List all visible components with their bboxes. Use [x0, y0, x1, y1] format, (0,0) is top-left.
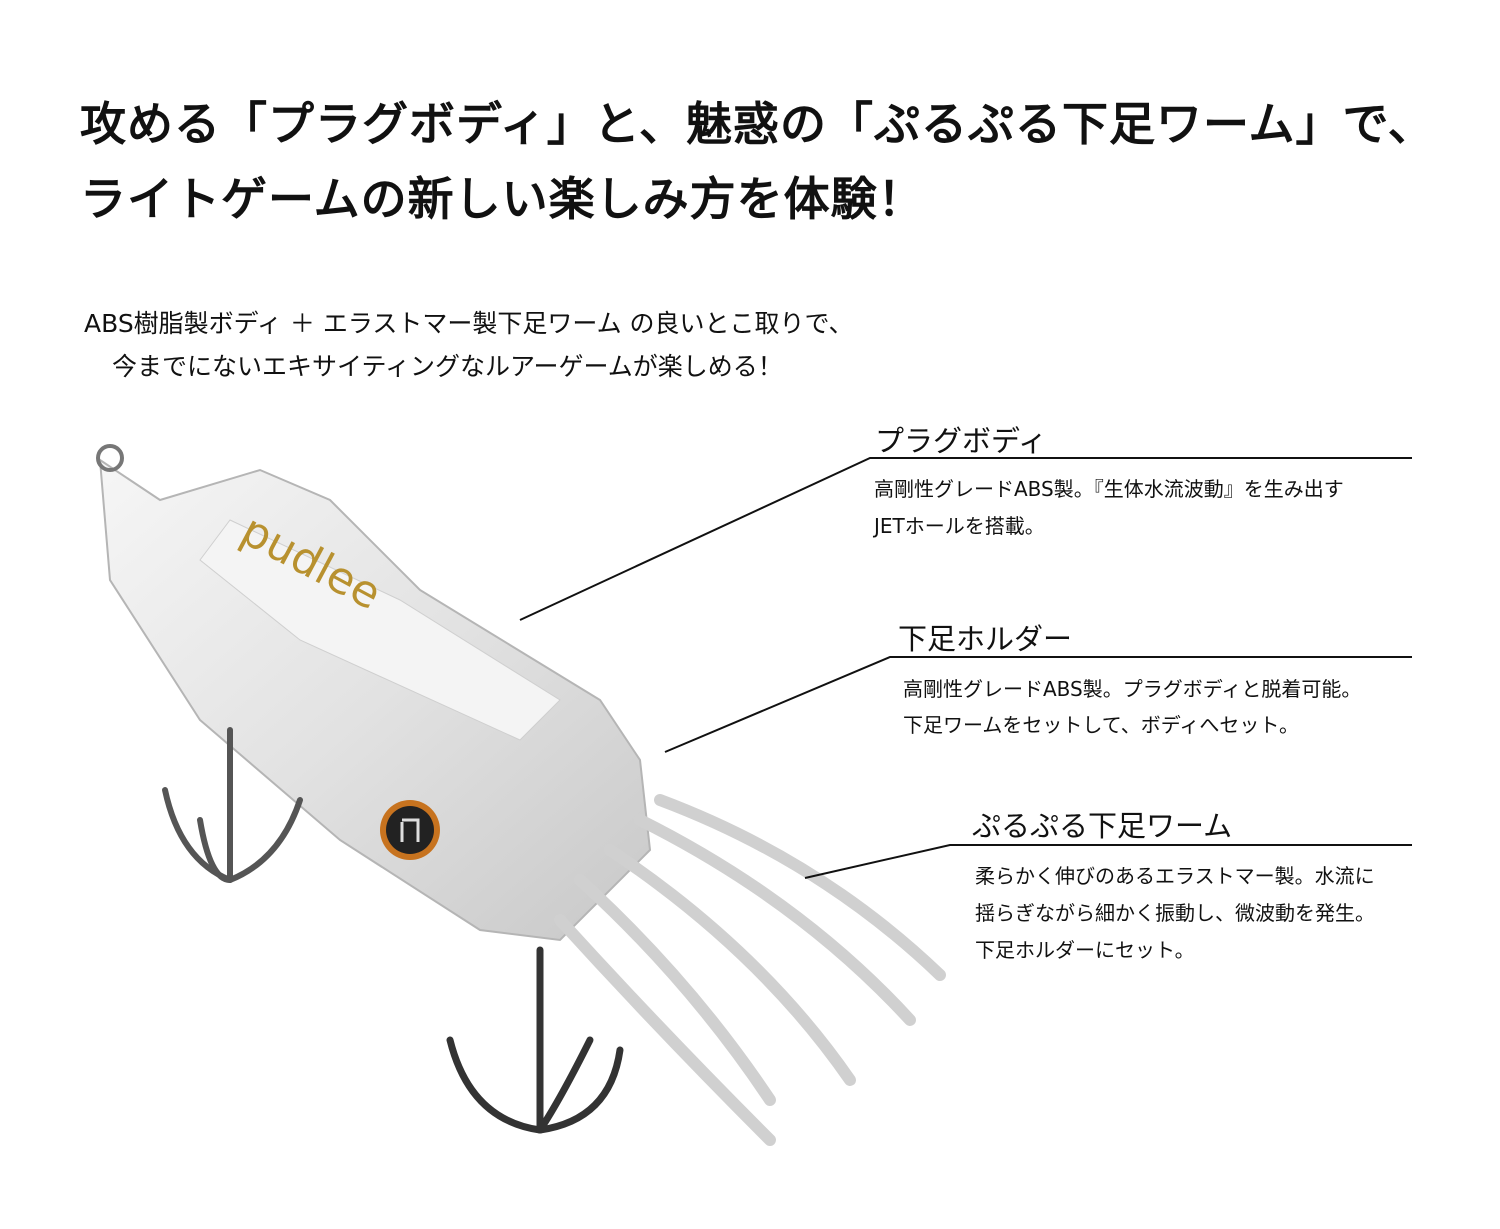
treble-hook-rear — [446, 946, 624, 1134]
leader-line-holder — [664, 656, 1412, 753]
callout-text: JETホールを搭載。 — [874, 514, 1045, 538]
callout-title: プラグボディ — [875, 424, 1047, 458]
headline-line-2: ライトゲームの新しい楽しみ方を体験！ — [80, 172, 925, 226]
treble-hook-front — [162, 727, 303, 883]
headline-line-1: 攻める「プラグボディ」と、魅惑の「ぷるぷる下足ワーム」で、 — [80, 97, 1435, 151]
callout-text: 下足ホルダーにセット。 — [975, 938, 1195, 962]
subheadline-line-2: 今までにないエキサイティングなルアーゲームが楽しめる！ — [112, 352, 783, 381]
line-eye-ring — [96, 444, 124, 472]
callout-text: 下足ワームをセットして、ボディへセット。 — [903, 713, 1299, 737]
leader-line-plug-body — [519, 457, 1412, 621]
worm-tentacles — [554, 794, 946, 1146]
callout-text: 柔らかく伸びのあるエラストマー製。水流に — [975, 864, 1375, 888]
callout-title: 下足ホルダー — [898, 622, 1073, 656]
callout-text: 揺らぎながら細かく振動し、微波動を発生。 — [975, 901, 1375, 925]
leader-lines — [519, 457, 1412, 879]
callout-title: ぷるぷる下足ワーム — [972, 809, 1233, 843]
callout-text: 高剛性グレードABS製。プラグボディと脱着可能。 — [903, 677, 1362, 701]
lure-eye — [380, 800, 440, 860]
lure-body — [96, 444, 652, 942]
callout-text: 高剛性グレードABS製。『生体水流波動』を生み出す — [874, 477, 1344, 501]
subheadline-line-1: ABS樹脂製ボディ ＋ エラストマー製下足ワーム の良いとこ取りで、 — [84, 309, 854, 338]
leader-line-worm — [804, 844, 1412, 879]
